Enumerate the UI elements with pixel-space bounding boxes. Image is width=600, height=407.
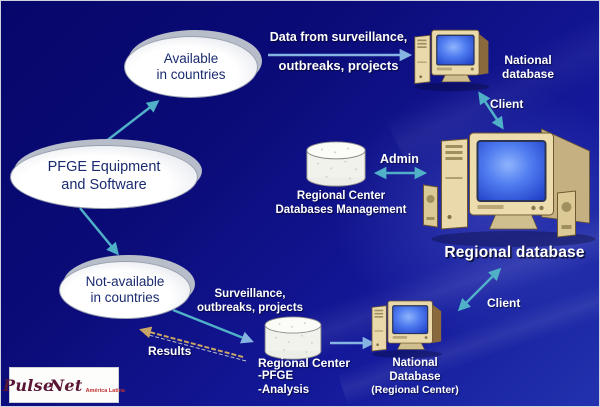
regional-center-label: Regional Center -PFGE -Analysis: [258, 356, 351, 396]
data-surveillance-label-line1: Data from surveillance,: [269, 30, 408, 44]
ellipse-available-in-countries: Available in countries: [124, 30, 262, 98]
logo-subtitle: América Latina: [85, 388, 125, 394]
pulsenet-logo: Pulse Net América Latina: [3, 367, 125, 403]
national-database-regional-label: National Database (Regional Center): [371, 357, 459, 397]
database-cylinder-icon: [303, 141, 369, 188]
desktop-computer-icon: [367, 297, 447, 359]
ellipse-pfge-equipment: PFGE Equipment and Software: [10, 139, 202, 209]
client-label-top: Client: [490, 97, 524, 111]
results-arrow-shadow: [144, 333, 247, 362]
ellipse-text-line: in countries: [90, 290, 160, 305]
admin-label: Admin: [380, 152, 419, 166]
ellipse-text-line: PFGE Equipment: [47, 159, 161, 176]
database-cylinder-icon: [261, 316, 325, 361]
logo-word-pulse: Pulse: [3, 375, 54, 395]
surveillance-label: Surveillance, outbreaks, projects: [196, 288, 304, 314]
arrow-notavailable-to-regional-center: [172, 308, 254, 344]
arrow-results: [139, 326, 244, 358]
results-label: Results: [148, 344, 192, 358]
ellipse-text-line: and Software: [61, 177, 147, 193]
national-database-label: National database: [501, 53, 555, 82]
ellipse-text-line: Available: [163, 50, 219, 66]
arrow-pfge-to-notavailable: [79, 207, 119, 256]
desktop-computer-icon: [421, 121, 597, 249]
logo-word-net: Net: [49, 375, 83, 395]
regional-database-label: Regional database: [444, 244, 585, 261]
client-label-bottom: Client: [487, 296, 521, 310]
ellipse-text-line: Not-available: [85, 273, 165, 289]
ellipse-not-available-in-countries: Not-available in countries: [59, 255, 195, 319]
data-surveillance-label-line2: outbreaks, projects: [278, 58, 399, 73]
arrow-client-top: [478, 91, 504, 130]
arrow-client-bottom: [457, 267, 502, 312]
arrow-pfge-to-available: [104, 100, 160, 143]
regional-center-management-label: Regional Center Databases Management: [275, 190, 407, 216]
ellipse-text-line: in countries: [156, 67, 226, 82]
